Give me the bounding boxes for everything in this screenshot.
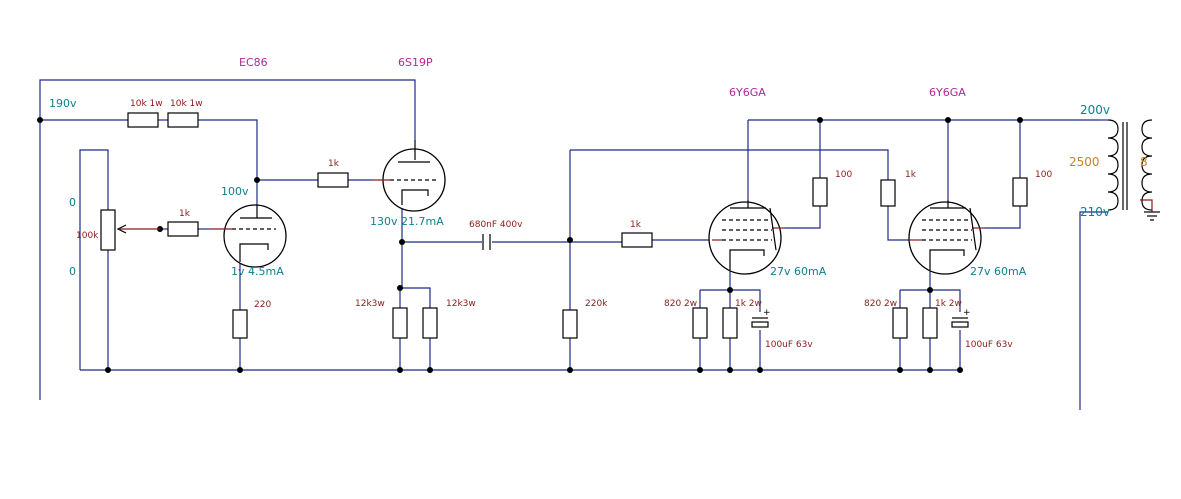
- value-c-cath-v3: 100uF 63v: [765, 340, 813, 350]
- resistor-r-cath-v4b: [922, 307, 938, 339]
- value-r-cath-v4a: 820 2w: [864, 299, 897, 309]
- resistor-r-grid-v4: [880, 179, 896, 207]
- resistor-r-g2-v4: [1012, 177, 1028, 207]
- transformer-secondary-impedance: 8: [1140, 155, 1148, 169]
- transformer-primary-impedance: 2500: [1069, 155, 1100, 169]
- electrolytic-cap-v4: +: [951, 308, 971, 328]
- resistor-r-grid-v1: [167, 221, 199, 237]
- resistor-r-cath-v4a: [892, 307, 908, 339]
- tube-label-v2: 6S19P: [398, 56, 433, 69]
- value-r-drop2: 10k 1w: [170, 99, 203, 109]
- resistor-r-drop2: [167, 112, 199, 128]
- value-r-grid-v3: 1k: [630, 220, 642, 230]
- coupling-capacitor: [482, 234, 491, 250]
- junction-dots: [37, 117, 1023, 373]
- value-r-g2-v4: 100: [1035, 170, 1052, 180]
- tube-v3-pentode: [708, 200, 785, 275]
- resistor-r-cath-v1: [232, 309, 248, 339]
- resistor-r-cath-v2a: [392, 307, 408, 339]
- value-r-g2-v3: 100: [835, 170, 852, 180]
- resistor-r-cath-v2b: [422, 307, 438, 339]
- svg-text:+: +: [963, 308, 971, 318]
- electrolytic-cap-v3: +: [751, 308, 771, 328]
- value-r-grid-v4: 1k: [905, 170, 917, 180]
- voltage-v4-cathode: 27v 60mA: [970, 265, 1027, 278]
- value-cap-coupling: 680nF 400v: [469, 220, 523, 230]
- input-level-bottom: 0: [69, 265, 76, 278]
- voltage-v3-cathode: 27v 60mA: [770, 265, 827, 278]
- labels: EC86 6S19P 6Y6GA 6Y6GA 190v 100v 1v 4.5m…: [49, 56, 1148, 350]
- resistor-r-grid-leak: [562, 309, 578, 339]
- output-transformer: [1107, 119, 1160, 221]
- value-r-cath-v3a: 820 2w: [664, 299, 697, 309]
- tube-label-v3: 6Y6GA: [729, 86, 766, 99]
- tube-v4-pentode: [908, 200, 985, 275]
- value-r-cath-v1: 220: [254, 300, 271, 310]
- resistor-r-grid-v3: [621, 232, 653, 248]
- value-r-grid-v2: 1k: [328, 159, 340, 169]
- value-r-drop1: 10k 1w: [130, 99, 163, 109]
- tube-label-v1: EC86: [239, 56, 268, 69]
- potentiometer: [100, 209, 160, 251]
- resistor-r-drop1: [127, 112, 159, 128]
- resistor-r-cath-v3b: [722, 307, 738, 339]
- tube-v1-triode: [210, 204, 287, 268]
- value-r-cath-v3b: 1k 2w: [735, 299, 762, 309]
- voltage-v2-cathode: 130v 21.7mA: [370, 215, 444, 228]
- voltage-v1-plate: 100v: [221, 185, 249, 198]
- voltage-v1-cathode: 1v 4.5mA: [231, 265, 284, 278]
- resistor-r-g2-v3: [812, 177, 828, 207]
- svg-text:+: +: [763, 308, 771, 318]
- voltage-supply: 190v: [49, 97, 77, 110]
- value-r-cath-v2a: 12k3w: [355, 299, 385, 309]
- tube-v2-triode: [372, 140, 446, 212]
- value-r-grid-v1: 1k: [179, 209, 191, 219]
- value-r-grid-leak: 220k: [585, 299, 608, 309]
- resistor-r-cath-v3a: [692, 307, 708, 339]
- value-r-cath-v4b: 1k 2w: [935, 299, 962, 309]
- wiring: [39, 79, 1108, 410]
- transformer-tap-top: 200v: [1080, 103, 1110, 117]
- value-c-cath-v4: 100uF 63v: [965, 340, 1013, 350]
- resistors: [127, 112, 1028, 339]
- value-r-cath-v2b: 12k3w: [446, 299, 476, 309]
- transformer-tap-bottom: 210v: [1080, 205, 1110, 219]
- tube-label-v4: 6Y6GA: [929, 86, 966, 99]
- value-pot: 100k: [76, 231, 99, 241]
- input-level-top: 0: [69, 196, 76, 209]
- resistor-r-grid-v2: [317, 172, 349, 188]
